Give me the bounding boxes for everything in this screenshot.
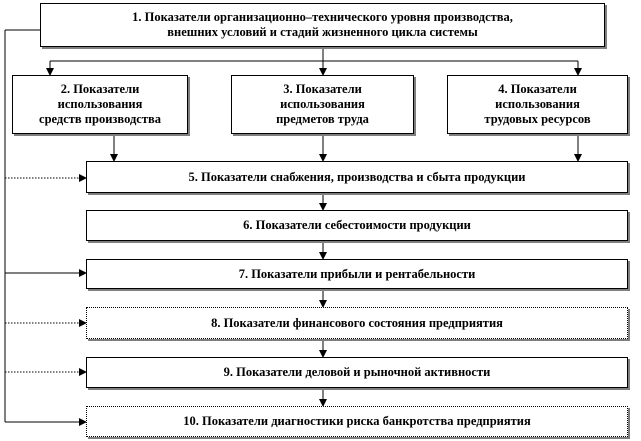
box-10-bankruptcy-risk: 10. Показатели диагностики риска банкрот… bbox=[86, 406, 628, 437]
box-6-label: 6. Показатели себестоимости продукции bbox=[243, 218, 471, 232]
box-2-means-of-production: 2. Показатели использования средств прои… bbox=[12, 75, 188, 134]
connector-row-to-5 bbox=[110, 134, 582, 162]
box-3-objects-of-labor: 3. Показатели использования предметов тр… bbox=[231, 75, 414, 134]
box-5-label: 5. Показатели снабжения, производства и … bbox=[188, 169, 526, 184]
box-8-financial-state: 8. Показатели финансового состояния пред… bbox=[86, 307, 628, 339]
box-10-label: 10. Показатели диагностики риска банкрот… bbox=[183, 414, 531, 428]
box-1-label: 1. Показатели организационно–техническог… bbox=[132, 10, 513, 39]
box-9-label: 9. Показатели деловой и рыночной активно… bbox=[223, 365, 491, 379]
box-3-label: 3. Показатели использования предметов тр… bbox=[276, 82, 369, 126]
box-4-label: 4. Показатели использования трудовых рес… bbox=[484, 82, 591, 126]
box-2-label: 2. Показатели использования средств прои… bbox=[39, 82, 161, 126]
feedback-branches bbox=[5, 174, 87, 426]
box-1-organizational-technical: 1. Показатели организационно–техническог… bbox=[40, 3, 605, 47]
box-9-business-market-activity: 9. Показатели деловой и рыночной активно… bbox=[86, 357, 628, 388]
box-8-label: 8. Показатели финансового состояния пред… bbox=[211, 315, 503, 330]
box-7-label: 7. Показатели прибыли и рентабельности bbox=[238, 266, 476, 281]
box-4-labor-resources: 4. Показатели использования трудовых рес… bbox=[447, 75, 628, 134]
box-5-supply-production-sales: 5. Показатели снабжения, производства и … bbox=[86, 161, 628, 193]
box-6-production-cost: 6. Показатели себестоимости продукции bbox=[86, 210, 628, 241]
connector-1-to-row bbox=[46, 47, 582, 76]
feedback-line-left bbox=[4, 29, 40, 422]
box-7-profit-profitability: 7. Показатели прибыли и рентабельности bbox=[86, 259, 628, 289]
